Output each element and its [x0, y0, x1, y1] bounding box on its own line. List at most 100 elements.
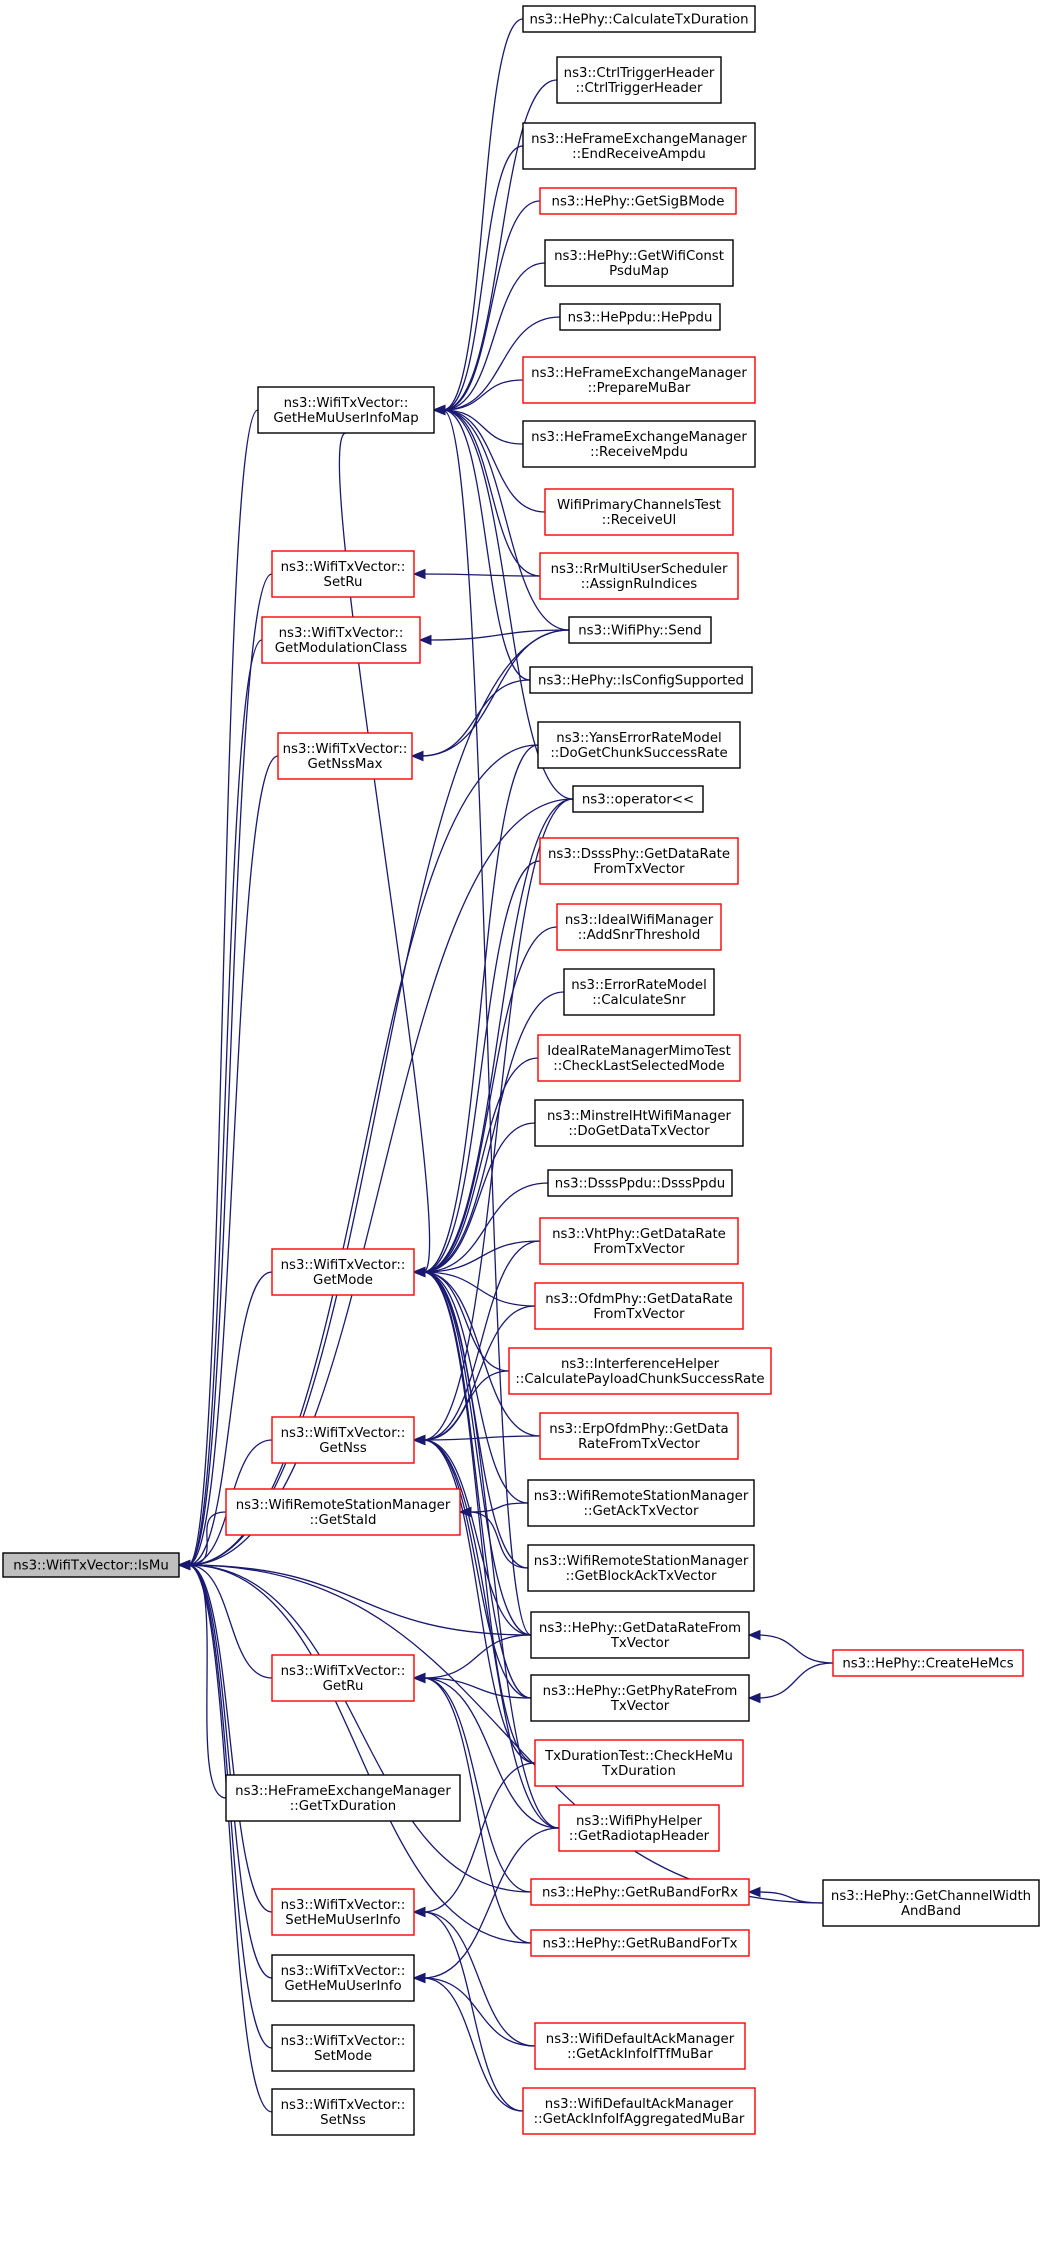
- node-add-snr-threshold[interactable]: ns3::IdealWifiManager::AddSnrThreshold: [556, 903, 722, 951]
- node-label: FromTxVector: [593, 1242, 685, 1257]
- node-get-ru-band-for-tx[interactable]: ns3::HePhy::GetRuBandForTx: [530, 1929, 750, 1957]
- node-set-ru[interactable]: ns3::WifiTxVector::SetRu: [271, 550, 415, 598]
- node-label: TxDuration: [601, 1764, 676, 1779]
- call-edge: [468, 1502, 529, 1513]
- node-get-sig-b-mode[interactable]: ns3::HePhy::GetSigBMode: [539, 187, 737, 215]
- node-get-nss-max[interactable]: ns3::WifiTxVector::GetNssMax: [277, 732, 413, 780]
- node-label: GetModulationClass: [275, 641, 408, 656]
- node-wifi-phy-send[interactable]: ns3::WifiPhy::Send: [568, 616, 712, 644]
- node-box: [539, 552, 739, 600]
- call-edge: [442, 409, 531, 681]
- node-prepare-mu-bar[interactable]: ns3::HeFrameExchangeManager::PrepareMuBa…: [522, 356, 756, 404]
- node-minstrel-do-get-data[interactable]: ns3::MinstrelHtWifiManager::DoGetDataTxV…: [534, 1099, 744, 1147]
- node-get-block-ack-tx-vector[interactable]: ns3::WifiRemoteStationManager::GetBlockA…: [527, 1544, 755, 1592]
- node-box: [271, 1654, 415, 1702]
- arrowhead: [410, 750, 424, 762]
- call-edge: [442, 409, 541, 577]
- node-box: [225, 1774, 461, 1822]
- node-box: [556, 903, 722, 951]
- node-box: [271, 2088, 415, 2136]
- node-label: ns3::InterferenceHelper: [561, 1357, 720, 1372]
- call-edge: [422, 1439, 532, 1699]
- call-edge: [422, 1977, 536, 2047]
- node-is-config-supported[interactable]: ns3::HePhy::IsConfigSupported: [529, 666, 753, 694]
- node-label: ns3::OfdmPhy::GetDataRate: [545, 1292, 733, 1307]
- node-label: FromTxVector: [593, 1307, 685, 1322]
- node-get-nss[interactable]: ns3::WifiTxVector::GetNss: [271, 1416, 415, 1464]
- node-get-he-mu-user-info[interactable]: ns3::WifiTxVector::GetHeMuUserInfo: [271, 1954, 415, 2002]
- node-box: [271, 1954, 415, 2002]
- call-edge: [422, 1762, 536, 1913]
- node-yans-do-get-chunk[interactable]: ns3::YansErrorRateModel::DoGetChunkSucce…: [537, 721, 741, 769]
- node-ctrl-trigger-header[interactable]: ns3::CtrlTriggerHeader::CtrlTriggerHeade…: [556, 56, 722, 104]
- node-label: ns3::IdealWifiManager: [565, 913, 714, 928]
- arrowhead: [418, 634, 432, 646]
- node-label: PsduMap: [609, 264, 669, 279]
- node-get-mode[interactable]: ns3::WifiTxVector::GetMode: [271, 1248, 415, 1296]
- node-set-nss[interactable]: ns3::WifiTxVector::SetNss: [271, 2088, 415, 2136]
- node-get-radiotap-header[interactable]: ns3::WifiPhyHelper::GetRadiotapHeader: [558, 1804, 720, 1852]
- node-get-ru-band-for-rx[interactable]: ns3::HePhy::GetRuBandForRx: [530, 1878, 750, 1906]
- node-is-mu[interactable]: ns3::WifiTxVector::IsMu: [2, 1552, 180, 1578]
- node-receive-mpdu[interactable]: ns3::HeFrameExchangeManager::ReceiveMpdu: [522, 420, 756, 468]
- call-edge: [422, 1677, 532, 1699]
- node-assign-ru-indices[interactable]: ns3::RrMultiUserScheduler::AssignRuIndic…: [539, 552, 739, 600]
- node-get-ack-info-if-agg-mu-bar[interactable]: ns3::WifiDefaultAckManager::GetAckInfoIf…: [522, 2087, 756, 2135]
- call-edge: [422, 1911, 524, 2112]
- call-edge: [422, 1271, 536, 1764]
- node-get-ru[interactable]: ns3::WifiTxVector::GetRu: [271, 1654, 415, 1702]
- node-label: ::CtrlTriggerHeader: [576, 81, 703, 96]
- node-label: WifiPrimaryChannelsTest: [557, 498, 721, 513]
- node-get-sta-id[interactable]: ns3::WifiRemoteStationManager::GetStaId: [225, 1488, 461, 1536]
- node-he-get-tx-duration[interactable]: ns3::HeFrameExchangeManager::GetTxDurati…: [225, 1774, 461, 1822]
- node-label: ns3::HeFrameExchangeManager: [531, 132, 747, 147]
- node-box: [547, 1169, 733, 1197]
- node-label: ns3::DsssPhy::GetDataRate: [548, 847, 730, 862]
- call-edge: [422, 1439, 536, 1764]
- node-get-ack-info-if-tf-mu-bar[interactable]: ns3::WifiDefaultAckManager::GetAckInfoIf…: [534, 2022, 746, 2070]
- node-box: [544, 488, 734, 536]
- call-edge: [442, 409, 570, 631]
- node-check-last-selected-mode[interactable]: IdealRateManagerMimoTest::CheckLastSelec…: [537, 1034, 741, 1082]
- arrowhead: [412, 1434, 426, 1446]
- arrowhead: [747, 1692, 761, 1704]
- node-operator-l-l[interactable]: ns3::operator<<: [572, 785, 704, 813]
- call-edge: [757, 1634, 834, 1664]
- call-edge: [187, 1564, 532, 1636]
- node-box: [544, 239, 734, 287]
- edge-layer: [177, 18, 834, 2113]
- node-calc-payload-chunk[interactable]: ns3::InterferenceHelper::CalculatePayloa…: [508, 1347, 772, 1395]
- node-he-ppdu[interactable]: ns3::HePpdu::HePpdu: [559, 303, 721, 331]
- node-end-receive-ampdu[interactable]: ns3::HeFrameExchangeManager::EndReceiveA…: [522, 122, 756, 170]
- arrowhead: [412, 1972, 426, 1984]
- node-get-modulation-class[interactable]: ns3::WifiTxVector::GetModulationClass: [261, 616, 421, 664]
- node-set-mode[interactable]: ns3::WifiTxVector::SetMode: [271, 2024, 415, 2072]
- node-receive-ul[interactable]: WifiPrimaryChannelsTest::ReceiveUl: [544, 488, 734, 536]
- node-dsss-ppdu[interactable]: ns3::DsssPpdu::DsssPpdu: [547, 1169, 733, 1197]
- node-label: ns3::DsssPpdu::DsssPpdu: [555, 1177, 725, 1192]
- node-label: ns3::HePhy::CreateHeMcs: [842, 1657, 1013, 1672]
- node-create-he-mcs[interactable]: ns3::HePhy::CreateHeMcs: [832, 1649, 1024, 1677]
- node-box: [539, 837, 739, 885]
- node-label: ns3::HeFrameExchangeManager: [531, 430, 747, 445]
- node-box: [261, 616, 421, 664]
- node-get-ack-tx-vector[interactable]: ns3::WifiRemoteStationManager::GetAckTxV…: [527, 1479, 755, 1527]
- node-set-he-mu-user-info[interactable]: ns3::WifiTxVector::SetHeMuUserInfo: [271, 1888, 415, 1936]
- node-label: ns3::HePhy::GetPhyRateFrom: [543, 1684, 738, 1699]
- node-calc-tx-duration[interactable]: ns3::HePhy::CalculateTxDuration: [522, 5, 756, 33]
- node-box: [271, 1888, 415, 1936]
- node-get-he-mu-user-info-map[interactable]: ns3::WifiTxVector::GetHeMuUserInfoMap: [257, 386, 435, 434]
- call-edge: [422, 1677, 560, 1829]
- call-edge: [187, 409, 259, 1566]
- node-box: [534, 1282, 744, 1330]
- node-calculate-snr[interactable]: ns3::ErrorRateModel::CalculateSnr: [563, 968, 715, 1016]
